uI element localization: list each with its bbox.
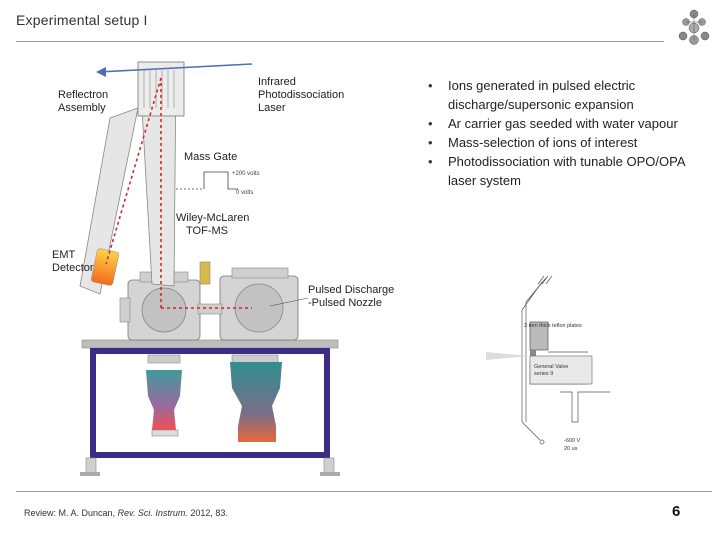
label-infrared-2: Photodissociation [258, 89, 344, 101]
label-valve-2: series 9 [534, 371, 553, 377]
general-valve-body [529, 355, 593, 385]
label-pulse-1: -600 V [564, 438, 581, 444]
label-tof-2: TOF-MS [186, 225, 228, 237]
vacuum-chambers [119, 261, 299, 341]
label-emt-2: Detector [52, 262, 94, 274]
label-volts-low: 0 volts [236, 190, 253, 196]
apparatus-diagram: Reflectron Assembly Infrared Photodissoc… [52, 61, 394, 476]
pulsed-nozzle-schematic: 3 mm thick teflon plates General Valve s… [486, 275, 610, 452]
gas-expansion-cone [486, 352, 530, 360]
label-emt-1: EMT [52, 249, 76, 261]
label-mass-gate: Mass Gate [184, 151, 237, 163]
support-frame [80, 339, 340, 476]
slide-title: Experimental setup I [16, 12, 148, 28]
label-reflectron-2: Assembly [58, 102, 106, 114]
label-pulse-2: 20 us [564, 446, 578, 452]
label-teflon-plates: 3 mm thick teflon plates [524, 323, 582, 329]
bullet-list: •Ions generated in pulsed electric disch… [428, 76, 698, 190]
label-infrared-3: Laser [258, 102, 286, 114]
pulsed-nozzle-label-leader [269, 297, 309, 307]
page-number: 6 [672, 503, 681, 520]
bullet-item: •Ions generated in pulsed electric disch… [428, 78, 636, 112]
citation: Review: M. A. Duncan, Rev. Sci. Instrum.… [24, 508, 228, 518]
label-infrared-1: Infrared [258, 76, 296, 88]
label-volts-high: +200 volts [232, 171, 260, 177]
ir-laser-beam [96, 63, 253, 77]
ion-beam-path [105, 77, 252, 309]
diffusion-pump-right [230, 354, 282, 442]
label-tof-1: Wiley-McLaren [176, 212, 249, 224]
label-pulsed-1: Pulsed Discharge [308, 284, 394, 296]
institution-logo-icon [678, 9, 710, 45]
label-reflectron-1: Reflectron [58, 89, 108, 101]
bullet-item: •Photodissociation with tunable OPO/OPA … [428, 154, 685, 188]
flight-tube [79, 61, 185, 295]
bullet-item: •Mass-selection of ions of interest [428, 135, 638, 150]
mass-gate-pulse [176, 171, 238, 190]
label-pulsed-2: -Pulsed Nozzle [308, 297, 382, 309]
bullet-item: •Ar carrier gas seeded with water vapour [428, 116, 678, 131]
footer-divider [16, 491, 712, 492]
diffusion-pump-left [146, 354, 182, 437]
label-valve-1: General Valve [534, 364, 568, 370]
title-divider [16, 41, 664, 42]
